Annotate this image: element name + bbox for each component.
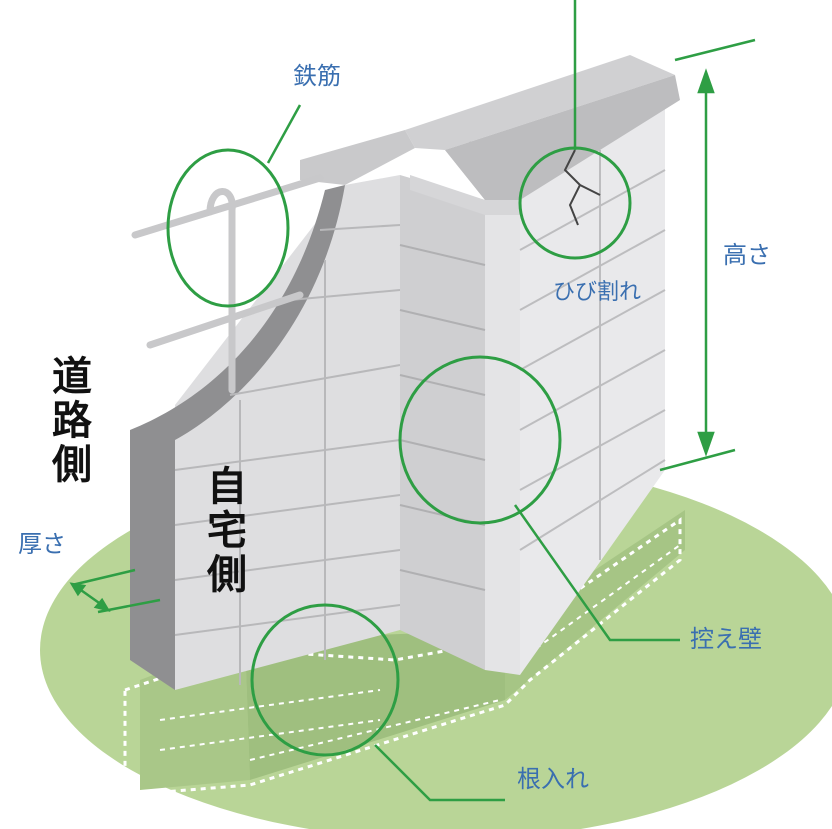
leader-lines (71, 0, 756, 802)
road-side-label: 道路側 (45, 355, 91, 487)
wall-cut-section (130, 185, 345, 690)
wall-brick-lines (174, 224, 401, 685)
thickness-arrow (69, 582, 111, 612)
crack-lines (563, 149, 601, 226)
embedment-circle (250, 603, 400, 757)
embedment-label: 根入れ (517, 765, 589, 793)
buttress-label: 控え壁 (690, 625, 762, 653)
wall-cap (300, 130, 415, 185)
home-side-label: 自宅側 (200, 465, 246, 597)
rebar-label: 鉄筋 (293, 62, 341, 90)
back-wall-brick-lines (519, 150, 666, 560)
thickness-label: 厚さ (18, 530, 66, 558)
callout-circles (166, 146, 632, 757)
wall-front-face (175, 175, 400, 690)
crack-label: ひび割れ (553, 280, 642, 305)
buttress-side (400, 175, 485, 670)
height-label: 高さ (723, 241, 771, 269)
height-arrow (697, 68, 715, 457)
rebar (131, 174, 324, 394)
back-wall-face (520, 100, 665, 675)
buttress-front (485, 200, 520, 675)
buttress-circle (398, 355, 562, 525)
rebar-circle (166, 148, 290, 308)
